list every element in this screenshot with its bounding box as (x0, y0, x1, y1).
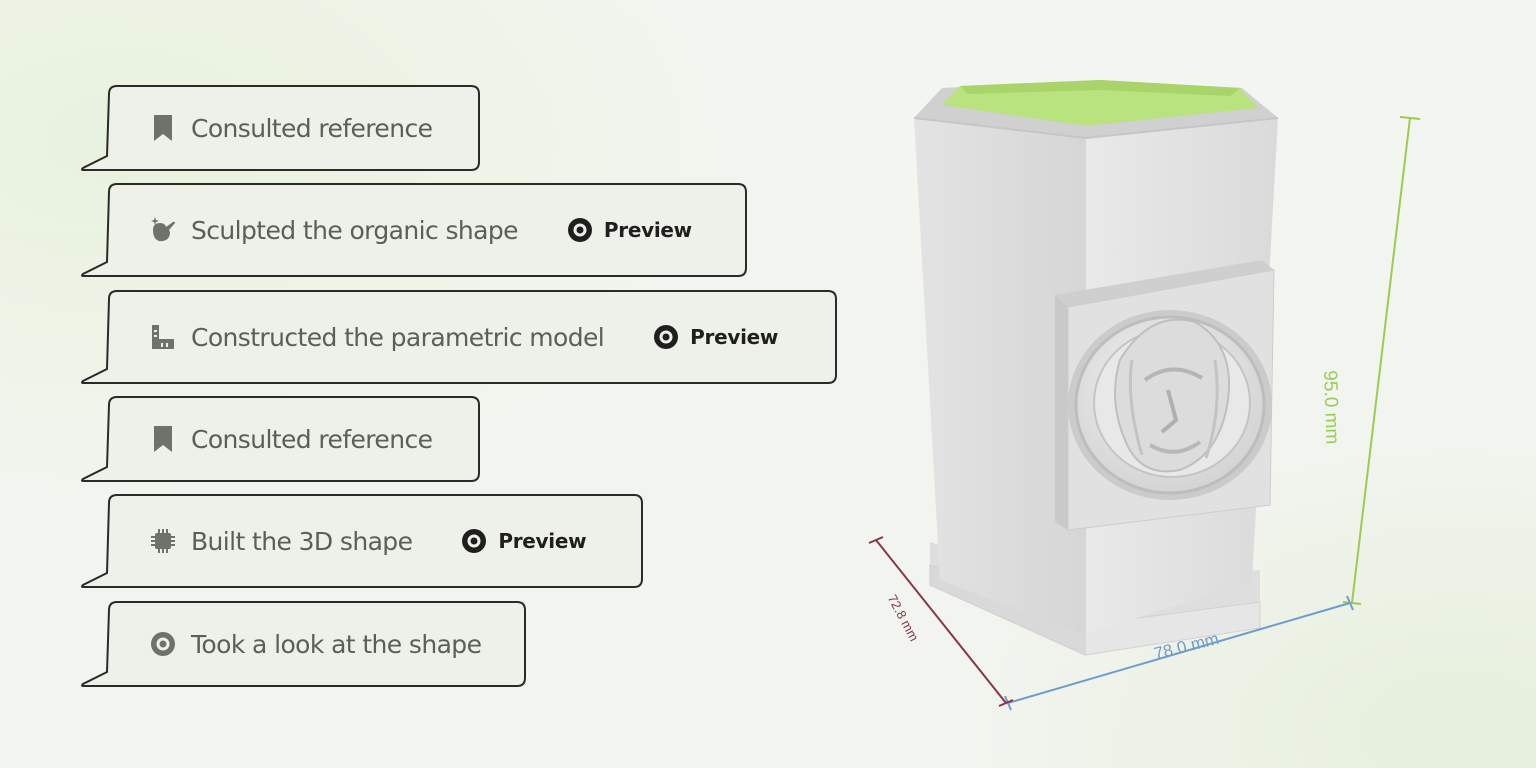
height-dimension-label: 95.0 mm (1319, 370, 1343, 445)
bookmark-icon (149, 114, 177, 142)
step-sculpted-organic-shape: Sculpted the organic shape Preview (81, 183, 747, 278)
step-consulted-reference-1: Consulted reference (81, 85, 480, 172)
eye-icon (460, 527, 488, 555)
parametric-icon (149, 323, 177, 351)
preview-label: Preview (603, 218, 692, 242)
sculpt-icon (149, 216, 177, 244)
preview-label: Preview (690, 325, 779, 349)
bubble-shape (81, 601, 526, 687)
eye-icon (149, 630, 177, 658)
preview-button[interactable]: Preview (652, 323, 778, 351)
step-list: Consulted reference Sculpted the organic… (81, 85, 837, 688)
bubble-shape (81, 396, 480, 482)
step-label: Constructed the parametric model (191, 322, 605, 352)
eye-icon (652, 323, 680, 351)
step-consulted-reference-2: Consulted reference (81, 396, 480, 483)
step-label: Sculpted the organic shape (191, 215, 519, 245)
bubble-shape (81, 183, 747, 277)
preview-button[interactable]: Preview (460, 527, 587, 555)
eye-icon (566, 216, 594, 244)
bubble-shape (81, 494, 643, 588)
step-label: Consulted reference (191, 424, 433, 454)
step-label: Built the 3D shape (191, 526, 413, 556)
preview-button[interactable]: Preview (566, 216, 692, 244)
model-viewer[interactable]: 95.0 mm 78.0 mm 72.8 mm (850, 60, 1450, 740)
step-label: Took a look at the shape (191, 629, 482, 659)
step-constructed-parametric-model: Constructed the parametric model Preview (81, 290, 837, 385)
preview-label: Preview (498, 529, 587, 553)
model-render (868, 80, 1421, 711)
step-took-a-look: Took a look at the shape (81, 601, 526, 688)
bubble-shape (81, 290, 837, 384)
step-label: Consulted reference (191, 113, 433, 143)
chip-icon (149, 527, 177, 555)
bubble-shape (81, 85, 480, 171)
step-built-3d-shape: Built the 3D shape Preview (81, 494, 643, 589)
bookmark-icon (149, 425, 177, 453)
